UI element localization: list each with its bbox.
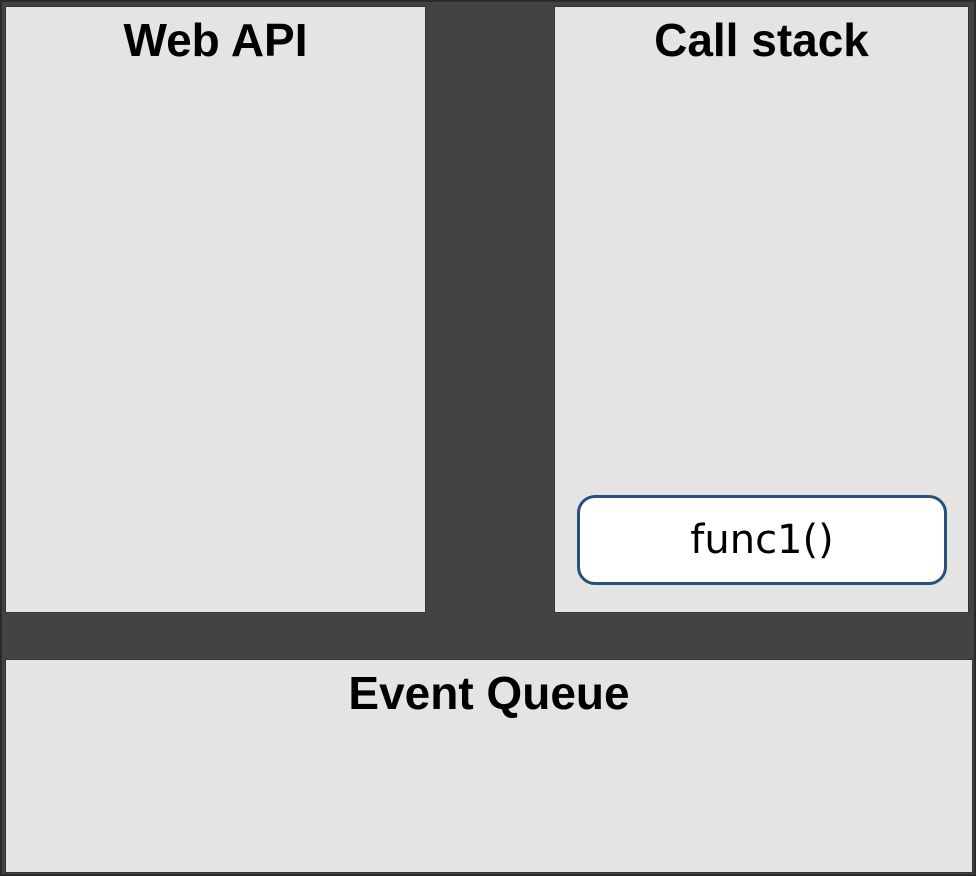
event-queue-panel: Event Queue: [5, 659, 973, 873]
call-stack-frame-func1: func1(): [577, 495, 947, 585]
web-api-title: Web API: [123, 14, 308, 66]
call-stack-panel: Call stack func1(): [554, 6, 969, 613]
web-api-panel: Web API: [5, 6, 426, 613]
call-stack-frame-label: func1(): [690, 517, 834, 563]
call-stack-title: Call stack: [654, 14, 869, 66]
event-queue-title: Event Queue: [348, 667, 630, 719]
